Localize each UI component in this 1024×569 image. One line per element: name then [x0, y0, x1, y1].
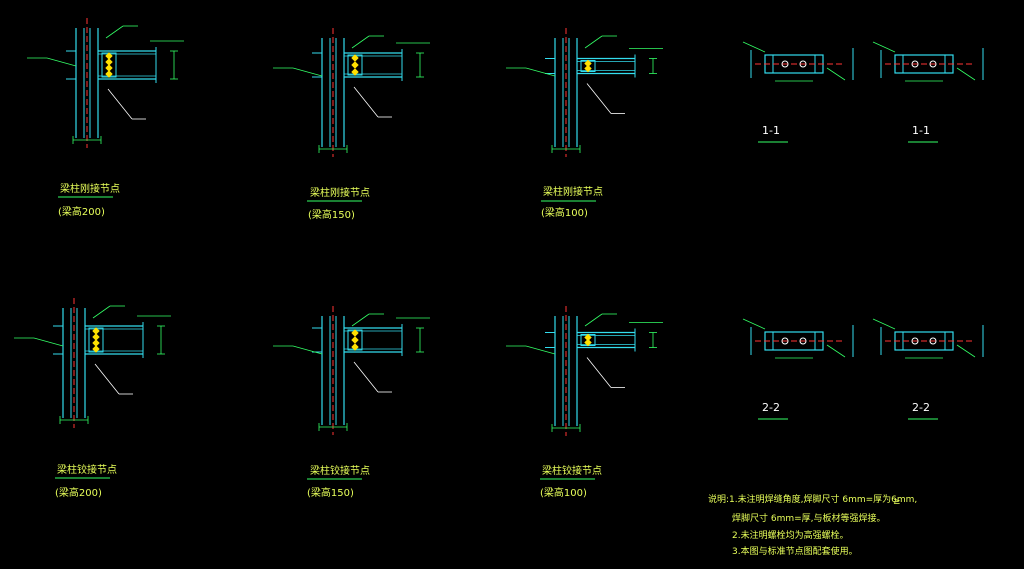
- annotation-leader: [826, 344, 846, 358]
- bolt-symbol: [105, 64, 113, 72]
- bolt-symbol: [105, 58, 113, 66]
- annotation-leader: [584, 35, 603, 49]
- note-mark: ≥: [893, 497, 901, 507]
- annotation-leader: [46, 57, 77, 67]
- annotation-leader: [292, 67, 323, 77]
- node-2-subtitle: (梁高150): [308, 208, 355, 221]
- annotation-leader: [742, 318, 766, 330]
- bolt-hole: [799, 337, 807, 345]
- bolt-symbol: [92, 327, 100, 335]
- bolt-symbol: [584, 338, 592, 347]
- bolt-symbol: [92, 339, 100, 347]
- node-detail-6: [506, 306, 663, 480]
- section-detail-4: [872, 318, 984, 420]
- bolt-hole: [781, 337, 789, 345]
- section-detail-3: [742, 318, 854, 420]
- bolt-hole: [799, 60, 807, 68]
- note-line-4: 3.本图与标准节点图配套使用。: [732, 545, 858, 557]
- bolt-hole: [929, 337, 937, 345]
- annotation-leader: [956, 67, 976, 81]
- bolt-hole: [781, 60, 789, 68]
- section-labels: 1-1 1-1 2-2 2-2: [762, 124, 930, 414]
- weld-leader: [94, 363, 120, 395]
- note-line-3: 2.未注明螺栓均为高强螺栓。: [732, 529, 849, 541]
- node-3-subtitle: (梁高100): [541, 206, 588, 219]
- annotation-leader: [351, 35, 370, 49]
- bolt-symbol: [105, 52, 113, 60]
- note-line-2: 焊脚尺寸 6mm=厚,与板材等强焊接。: [732, 512, 886, 524]
- annotation-leader: [872, 318, 896, 330]
- annotation-leader: [105, 25, 124, 39]
- bolt-symbol: [351, 343, 359, 351]
- node-6-subtitle: (梁高100): [540, 486, 587, 499]
- node-4-title: 梁柱铰接节点: [57, 463, 117, 476]
- node-2-title: 梁柱刚接节点: [310, 186, 370, 199]
- weld-leader: [586, 357, 612, 388]
- node-1-title: 梁柱刚接节点: [60, 182, 120, 195]
- node-4-subtitle: (梁高200): [55, 486, 102, 499]
- bolt-symbol: [584, 333, 592, 342]
- bolt-symbol: [351, 54, 359, 62]
- bolt-hole: [911, 60, 919, 68]
- annotation-leader: [525, 67, 556, 77]
- bolt-symbol: [92, 333, 100, 341]
- node-detail-3: [506, 28, 663, 202]
- annotation-leader: [872, 41, 896, 53]
- weld-leader: [353, 361, 379, 393]
- annotation-leader: [584, 313, 603, 327]
- weld-leader: [107, 88, 133, 120]
- annotation-leader: [33, 337, 64, 347]
- annotation-leader: [826, 67, 846, 81]
- section-1-label: 1-1: [762, 124, 780, 137]
- node-5-title: 梁柱铰接节点: [310, 464, 370, 477]
- note-line-1: 说明:1.未注明焊缝角度,焊脚尺寸 6mm=厚为6mm,: [708, 493, 917, 505]
- weld-leader: [353, 86, 379, 118]
- bolt-symbol: [351, 329, 359, 337]
- section-2-label: 1-1: [912, 124, 930, 137]
- annotation-leader: [742, 41, 766, 53]
- node-details-layer: [14, 18, 663, 480]
- bolt-hole: [929, 60, 937, 68]
- node-5-subtitle: (梁高150): [307, 486, 354, 499]
- bolt-symbol: [584, 64, 592, 73]
- bolt-symbol: [351, 61, 359, 69]
- node-detail-1: [27, 18, 184, 198]
- node-3-title: 梁柱刚接节点: [543, 185, 603, 198]
- node-6-title: 梁柱铰接节点: [542, 464, 602, 477]
- annotation-leader: [956, 344, 976, 358]
- section-details-layer: [742, 41, 984, 420]
- bolt-symbol: [351, 336, 359, 344]
- bolt-hole: [911, 337, 919, 345]
- section-detail-2: [872, 41, 984, 143]
- annotation-leader: [92, 305, 111, 319]
- node-detail-2: [273, 28, 430, 202]
- node-detail-4: [14, 298, 171, 479]
- annotation-leader: [525, 345, 556, 355]
- section-4-label: 2-2: [912, 401, 930, 414]
- section-detail-1: [742, 41, 854, 143]
- bolt-symbol: [584, 59, 592, 68]
- annotation-leader: [351, 313, 370, 327]
- weld-leader: [586, 83, 612, 114]
- node-detail-5: [273, 306, 430, 480]
- bolt-symbol: [351, 68, 359, 76]
- bolt-symbol: [92, 345, 100, 353]
- section-3-label: 2-2: [762, 401, 780, 414]
- annotation-leader: [292, 345, 323, 355]
- node-captions: 梁柱刚接节点 (梁高200) 梁柱刚接节点 (梁高150) 梁柱刚接节点 (梁高…: [55, 182, 603, 499]
- bolt-symbol: [105, 70, 113, 78]
- drawing-notes: 说明:1.未注明焊缝角度,焊脚尺寸 6mm=厚为6mm, 焊脚尺寸 6mm=厚,…: [708, 493, 917, 557]
- node-1-subtitle: (梁高200): [58, 205, 105, 218]
